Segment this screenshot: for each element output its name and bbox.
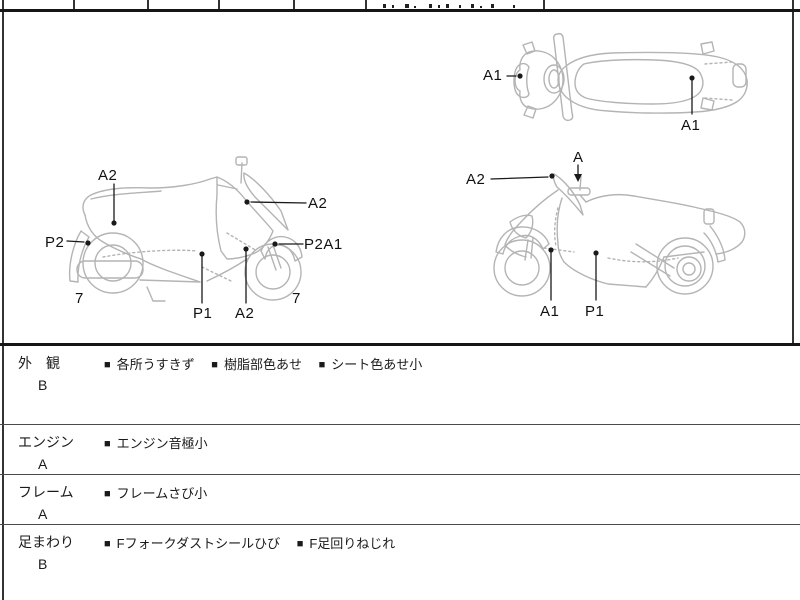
front-fender [260,235,303,271]
muffler [76,260,144,279]
remark-items: ■ 各所うすきず ■ 樹脂部色あせ ■ シート色あせ小 [104,354,422,373]
square-bullet-icon: ■ [211,359,218,371]
rear-winker-right [700,97,715,111]
annotation-leaders [490,164,599,301]
grade-value: B [38,556,48,572]
annotation-a2-front-lower: A2 [235,305,255,322]
mirror [235,156,248,166]
annotation-a-mirror: A [573,149,584,166]
remark-text: フレームさび小 [116,486,208,501]
square-bullet-icon: ■ [104,359,111,371]
left-border [2,0,4,600]
annotation-a2-windshield: A2 [466,171,486,188]
scooter-right-side-drawing [488,148,770,330]
remark-text: F足回りねじれ [309,536,396,551]
category-label: フレーム [18,484,74,500]
rear-wheel [656,237,714,295]
grade-value: B [38,377,48,393]
handlebar [552,32,574,122]
inspection-table: 外 観 B ■各所うすきず ■樹脂部色あせ ■シート色あせ小 エンジン A ■エ… [0,343,800,600]
square-bullet-icon: ■ [318,359,326,371]
square-bullet-icon: ■ [104,488,111,500]
taillight [732,63,747,88]
annotation-a1-rear: A1 [681,117,701,134]
table-row-undercarriage: 足まわり B ■ Fフォークダストシールひび ■ F足回りねじれ [0,524,800,600]
windshield [243,172,289,231]
remark-items: ■ フレームさび小 [104,483,207,502]
square-bullet-icon: ■ [104,438,111,450]
tail [715,221,746,255]
front-wheel [493,239,551,297]
taillight [703,208,715,225]
remark-items: ■ エンジン音極小 [104,433,208,452]
square-bullet-icon: ■ [296,538,304,550]
remark-text: 各所うすきず [116,357,195,372]
annotation-7-front-wheel: 7 [292,290,301,307]
center-stand [146,286,166,302]
scooter-left-side-drawing [35,155,345,330]
annotation-a1-front: A1 [483,67,503,84]
annotation-p2-rear-flap: P2 [45,234,65,251]
table-row-frame: フレーム A ■ フレームさび小 [0,474,800,524]
remark-text: 樹脂部色あせ [223,357,302,372]
windshield [552,173,584,216]
table-row-exterior: 外 観 B ■ 各所うすきず ■ 樹脂部色あせ ■ シート色あせ小 [0,346,800,424]
swingarm [635,243,675,269]
annotation-a2-tail: A2 [98,167,118,184]
mirror-right [523,105,537,119]
remark-text: Fフォークダストシールひび [116,536,281,551]
scooter-top-view-drawing [480,28,765,135]
mirror-left [522,41,536,55]
remark-items: ■ Fフォークダストシールひび ■ F足回りねじれ [104,533,395,552]
remark-text: エンジン音極小 [116,436,208,451]
square-bullet-icon: ■ [104,538,111,550]
right-border [792,0,794,345]
front-fender [495,226,550,261]
mirror-stem [240,162,243,184]
annotation-leaders [506,73,695,115]
body [543,193,746,288]
annotation-a1-front-lower: A1 [540,303,560,320]
category-label: 外 観 [18,355,60,371]
annotation-p1-floor: P1 [193,305,213,322]
rear-wheel [82,232,144,294]
rear-flap [68,230,90,283]
arrowhead [574,174,582,182]
seat [574,58,704,105]
body [82,176,248,302]
front-cowl [504,173,591,263]
clipped-header-row [0,0,800,12]
annotation-leaders [66,183,307,304]
grade-value: A [38,506,48,522]
grade-value: A [38,456,48,472]
remark-text: シート色あせ小 [331,357,423,372]
category-label: 足まわり [18,534,74,550]
annotation-p1-body: P1 [585,303,605,320]
annotation-p2a1-fender: P2A1 [304,236,343,253]
grip [217,184,238,190]
front-cowl [513,32,574,122]
table-row-engine: エンジン A ■ エンジン音極小 [0,424,800,474]
annotation-a2-front-upper: A2 [308,195,328,212]
headlight [509,214,534,239]
category-label: エンジン [18,434,74,450]
annotation-7-rear-wheel: 7 [75,290,84,307]
grip [567,187,591,196]
rear-fender [703,225,726,263]
body [557,41,748,114]
rear-winker-left [700,41,715,55]
